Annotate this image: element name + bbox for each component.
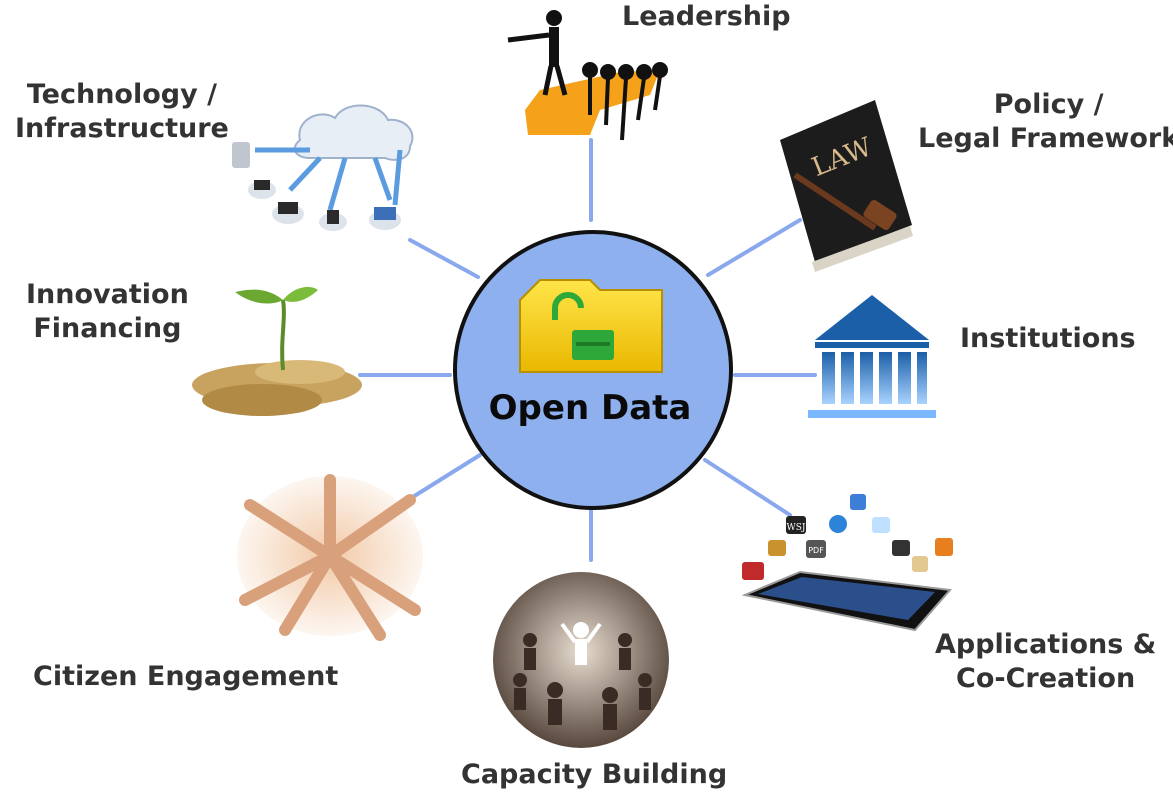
- institutions-label-text: Institutions: [960, 323, 1136, 354]
- leadership-label-text: Leadership: [622, 1, 791, 32]
- hands-together-icon: [237, 474, 423, 641]
- institutions-label: Institutions: [960, 322, 1136, 356]
- spoke-policy: [706, 218, 802, 277]
- capacity-label: Capacity Building: [461, 758, 727, 792]
- applications-label-line1: Applications &: [935, 629, 1157, 660]
- leadership-icon: [507, 10, 668, 141]
- center-label: Open Data: [488, 388, 692, 428]
- tablet-apps-icon: WSJ PDF: [741, 494, 953, 632]
- citizen-label-text: Citizen Engagement: [33, 661, 339, 692]
- cloud-network-icon: [232, 104, 414, 231]
- app-icon-pdf: PDF: [808, 546, 824, 555]
- technology-label: Technology / Infrastructure: [15, 78, 229, 146]
- technology-label-line1: Technology /: [26, 79, 217, 110]
- coins-plant-icon: [192, 287, 362, 416]
- capacity-label-text: Capacity Building: [461, 759, 728, 790]
- spokes: [358, 138, 817, 562]
- applications-label: Applications & Co-Creation: [935, 628, 1156, 696]
- innovation-label-line1: Innovation: [26, 279, 189, 310]
- citizen-label: Citizen Engagement: [33, 660, 338, 694]
- law-book-icon: LAW: [780, 100, 913, 272]
- spoke-applications: [703, 458, 792, 517]
- spoke-technology: [408, 238, 480, 279]
- leadership-label: Leadership: [622, 0, 791, 34]
- policy-label: Policy / Legal Framework: [918, 88, 1173, 156]
- open-lock-icon: [552, 292, 614, 360]
- technology-label-line2: Infrastructure: [15, 113, 229, 144]
- app-icon-wsj: WSJ: [786, 523, 805, 533]
- crowd-icon: [493, 572, 669, 748]
- policy-label-line1: Policy /: [993, 89, 1104, 120]
- institution-building-icon: [808, 295, 936, 418]
- innovation-label: Innovation Financing: [26, 278, 189, 346]
- policy-label-line2: Legal Framework: [918, 123, 1173, 154]
- innovation-label-line2: Financing: [33, 313, 182, 344]
- applications-label-line2: Co-Creation: [956, 663, 1136, 694]
